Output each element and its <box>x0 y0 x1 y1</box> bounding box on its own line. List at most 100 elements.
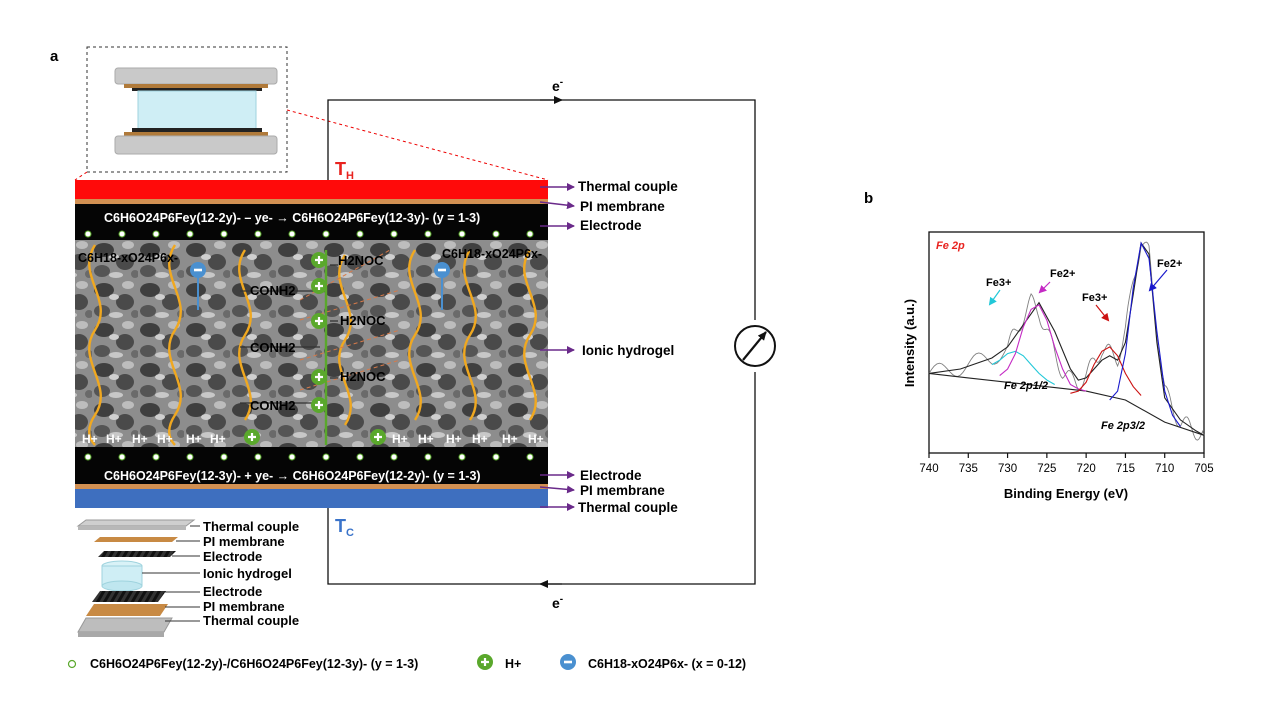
legend-complex-marker <box>67 659 77 669</box>
x-axis-label: Binding Energy (eV) <box>1004 486 1128 501</box>
panel-b-label: b <box>864 190 873 207</box>
exploded-leader-lines <box>142 525 200 622</box>
annotation-fe3-right: Fe3+ <box>1082 292 1107 304</box>
legend: C6H6O24P6Fey(12-2y)-/C6H6O24P6Fey(12-3y)… <box>67 654 746 671</box>
bottom-reaction-text: C6H6O24P6Fey(12-3y)- + ye- → C6H6O24P6Fe… <box>104 469 481 483</box>
redox-dots-top <box>84 230 534 238</box>
label-pi-membrane-top: PI membrane <box>580 199 665 214</box>
redox-dot <box>356 230 364 238</box>
anion-formula-left: C6H18-xO24P6x- <box>78 251 178 265</box>
conh2-label-1: CONH2 <box>250 283 296 298</box>
redox-dot <box>254 230 262 238</box>
x-tick-label: 720 <box>1077 463 1096 475</box>
chart-title: Fe 2p <box>936 240 965 252</box>
legend-complex-text: C6H6O24P6Fey(12-2y)-/C6H6O24P6Fey(12-3y)… <box>90 657 418 671</box>
label-ionic-hydrogel: Ionic hydrogel <box>582 343 674 358</box>
annotation-fe2p32: Fe 2p3/2 <box>1101 420 1145 432</box>
redox-dot <box>424 453 432 461</box>
h2noc-label-2: H2NOC <box>340 313 386 328</box>
redox-dot <box>458 453 466 461</box>
h2noc-label-3: H2NOC <box>340 369 386 384</box>
redox-dot <box>186 230 194 238</box>
legend-proton-icon <box>477 654 493 670</box>
series-fit <box>928 241 1205 436</box>
redox-dot <box>322 453 330 461</box>
redox-dot <box>152 453 160 461</box>
ionic-hydrogel <box>75 240 548 447</box>
proton-label: H+ <box>502 432 518 446</box>
annotation-fe2-left: Fe2+ <box>1050 268 1075 280</box>
peak-annotations <box>988 269 1168 322</box>
top-reaction-text: C6H6O24P6Fey(12-2y)- – ye- → C6H6O24P6Fe… <box>104 211 480 225</box>
legend-proton-text: H+ <box>505 657 521 671</box>
y-axis-label: Intensity (a.u.) <box>902 299 917 387</box>
thermal-couple-bottom <box>75 489 548 508</box>
exploded-label-7: Thermal couple <box>203 613 299 628</box>
conh2-label-2: CONH2 <box>250 340 296 355</box>
exploded-label-1: Thermal couple <box>203 519 299 534</box>
annotation-fe3-left: Fe3+ <box>986 277 1011 289</box>
proton-label: H+ <box>446 432 462 446</box>
proton-label: H+ <box>472 432 488 446</box>
zoom-line-right <box>286 109 549 181</box>
proton-label: H+ <box>106 432 122 446</box>
proton-label: H+ <box>210 432 226 446</box>
proton-label: H+ <box>392 432 408 446</box>
redox-dot <box>220 230 228 238</box>
redox-dot <box>84 453 92 461</box>
proton-label: H+ <box>132 432 148 446</box>
redox-dot <box>424 230 432 238</box>
series-fe2-2p3-2- <box>1109 241 1181 427</box>
series-fe2-2p1-2- <box>999 304 1087 392</box>
anion-markers <box>190 262 450 310</box>
proton-label: H+ <box>418 432 434 446</box>
redox-dot <box>390 453 398 461</box>
redox-dot <box>84 230 92 238</box>
series-layer <box>928 241 1205 441</box>
thermal-couple-top <box>75 180 548 199</box>
series-raw <box>928 241 1205 441</box>
redox-dot <box>254 453 262 461</box>
redox-dot <box>356 453 364 461</box>
redox-dot <box>288 453 296 461</box>
exploded-label-3: Electrode <box>203 549 262 564</box>
side-groups <box>240 264 338 404</box>
proton-label: H+ <box>82 432 98 446</box>
label-thermal-couple-bottom: Thermal couple <box>578 500 678 515</box>
redox-dot <box>322 230 330 238</box>
proton-label: H+ <box>157 432 173 446</box>
h2noc-label-1: H2NOC <box>338 253 384 268</box>
anion-formula-right: C6H18-xO24P6x- <box>442 247 542 261</box>
redox-dot <box>492 453 500 461</box>
temp-hot-label: TH <box>335 159 354 182</box>
series-background <box>928 372 1205 436</box>
redox-dot <box>118 453 126 461</box>
label-pi-membrane-bottom: PI membrane <box>580 483 665 498</box>
redox-dot <box>526 453 534 461</box>
polymer-chains <box>88 244 537 446</box>
redox-dot <box>152 230 160 238</box>
ammeter-icon <box>734 325 776 367</box>
series-fe3-2p1-2- <box>991 350 1055 385</box>
x-tick-label: 725 <box>1037 463 1056 475</box>
redox-dot <box>288 230 296 238</box>
x-tick-label: 730 <box>998 463 1017 475</box>
proton-row: H+H+H+H+H+H+H+H+H+H+H+H+ <box>82 432 544 446</box>
proton-markers <box>244 252 386 445</box>
label-thermal-couple-top: Thermal couple <box>578 179 678 194</box>
exploded-label-2: PI membrane <box>203 534 285 549</box>
redox-dot <box>390 230 398 238</box>
xps-chart: Fe 2p Binding Energy (eV) Intensity (a.u… <box>902 231 1214 501</box>
x-tick-label: 710 <box>1155 463 1174 475</box>
label-electrode-bottom: Electrode <box>580 468 642 483</box>
redox-dots-bottom <box>84 453 534 461</box>
redox-dot <box>458 230 466 238</box>
device-stack <box>75 180 548 508</box>
exploded-label-5: Electrode <box>203 584 262 599</box>
plot-frame <box>928 231 1205 454</box>
annotation-fe2p12: Fe 2p1/2 <box>1004 380 1048 392</box>
redox-dot <box>118 230 126 238</box>
exploded-label-6: PI membrane <box>203 599 285 614</box>
